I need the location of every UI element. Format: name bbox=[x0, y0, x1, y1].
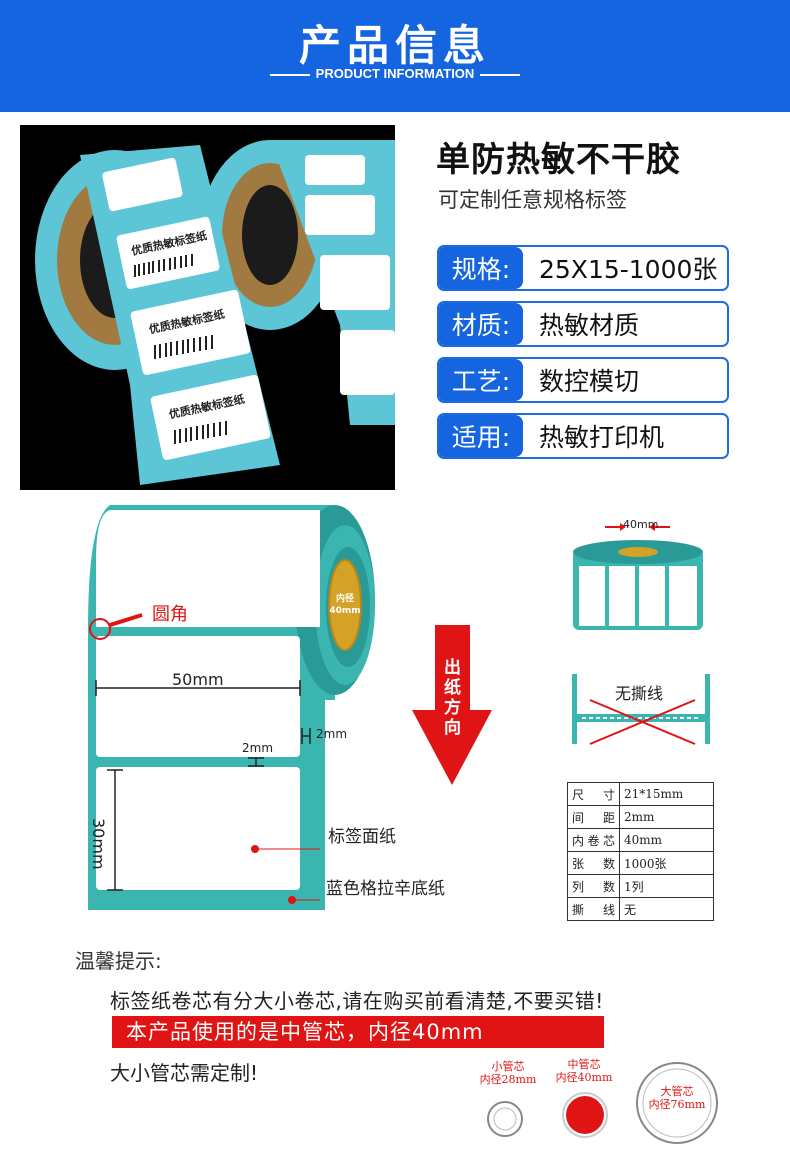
divider-right bbox=[480, 73, 521, 76]
barcode-marks bbox=[134, 254, 227, 444]
spec-value: 数控模切 bbox=[539, 367, 640, 396]
core-label: 内径 bbox=[336, 592, 354, 604]
spec-key: 工艺: bbox=[439, 359, 523, 401]
no-tear-label: 无撕线 bbox=[615, 684, 664, 703]
face-paper-label: 标签面纸 bbox=[328, 827, 396, 847]
medium-core-circle bbox=[566, 1096, 604, 1134]
small-core-circle bbox=[487, 1101, 523, 1137]
spec-key: 材质: bbox=[439, 303, 523, 345]
spec-value: 25X15-1000张 bbox=[539, 255, 718, 284]
header-banner: 产品信息 PRODUCT INFORMATION bbox=[0, 0, 790, 112]
round-corner-marker bbox=[89, 618, 111, 640]
core-ring bbox=[328, 559, 362, 651]
small-core-size: 40mm bbox=[623, 518, 659, 531]
page-subtitle: PRODUCT INFORMATION bbox=[0, 66, 790, 81]
width-label: 50mm bbox=[172, 670, 224, 689]
tips-highlight: 本产品使用的是中管芯，内径40mm bbox=[112, 1016, 604, 1048]
spec-value: 热敏材质 bbox=[539, 311, 640, 340]
feed-direction-label: 出纸方向 bbox=[444, 658, 461, 738]
spec-key: 适用: bbox=[439, 415, 523, 457]
core-size-circles bbox=[487, 1062, 718, 1144]
round-corner-label: 圆角 bbox=[152, 604, 188, 625]
spec-value: 热敏打印机 bbox=[539, 423, 665, 452]
spec-row-material: 材质: 热敏材质 bbox=[437, 301, 729, 347]
no-tear-svg bbox=[572, 674, 710, 745]
roll-diagram-svg: 内径 40mm bbox=[88, 505, 492, 910]
spec-row-usage: 适用: 热敏打印机 bbox=[437, 413, 729, 459]
gap-label-horizontal: 2mm bbox=[316, 727, 348, 741]
small-core-label: 小管芯内径28mm bbox=[479, 1060, 537, 1086]
page-title: 产品信息 bbox=[298, 21, 491, 70]
small-roll-svg bbox=[573, 523, 703, 630]
divider-left bbox=[269, 73, 310, 76]
no-tear-line-diagram: 无撕线 bbox=[570, 672, 715, 747]
blank-label-roll bbox=[200, 140, 395, 425]
tips-line-3: 大小管芯需定制! bbox=[110, 1061, 259, 1085]
medium-core-label: 中管芯内径40mm bbox=[555, 1058, 613, 1084]
product-title: 单防热敏不干胶 bbox=[436, 140, 681, 180]
small-roll-diagram: 40mm bbox=[565, 512, 710, 637]
feed-direction-arrow bbox=[412, 625, 492, 785]
backing-paper-label: 蓝色格拉辛底纸 bbox=[326, 879, 445, 899]
core-size-label: 40mm bbox=[329, 606, 360, 616]
tips-line-1: 标签纸卷芯有分大小卷芯,请在购买前看清楚,不要买错! bbox=[110, 989, 604, 1013]
large-core-label: 大管芯内径76mm bbox=[648, 1085, 706, 1111]
tips-heading: 温馨提示: bbox=[75, 949, 162, 973]
spec-row-process: 工艺: 数控模切 bbox=[437, 357, 729, 403]
label-dimension-diagram: 内径 40mm 圆角 50mm 30mm 2mm 2mm 标签面纸 bbox=[80, 500, 500, 920]
height-label: 30mm bbox=[89, 818, 108, 870]
subtitle-text: PRODUCT INFORMATION bbox=[315, 66, 475, 81]
printed-label-roll: 优质热敏标签纸 优质热敏标签纸 优质热敏标签纸 bbox=[35, 145, 280, 485]
label-rolls-illustration: 优质热敏标签纸 优质热敏标签纸 优质热敏标签纸 bbox=[35, 140, 395, 485]
spec-row-size: 规格: 25X15-1000张 bbox=[437, 245, 729, 291]
spec-key: 规格: bbox=[439, 247, 523, 289]
product-photo: 优质热敏标签纸 优质热敏标签纸 优质热敏标签纸 bbox=[20, 125, 395, 490]
product-subtitle: 可定制任意规格标签 bbox=[438, 188, 627, 212]
large-core-circle bbox=[636, 1062, 718, 1144]
table-row: 撕线无 bbox=[567, 897, 714, 921]
gap-label-vertical: 2mm bbox=[242, 741, 274, 755]
